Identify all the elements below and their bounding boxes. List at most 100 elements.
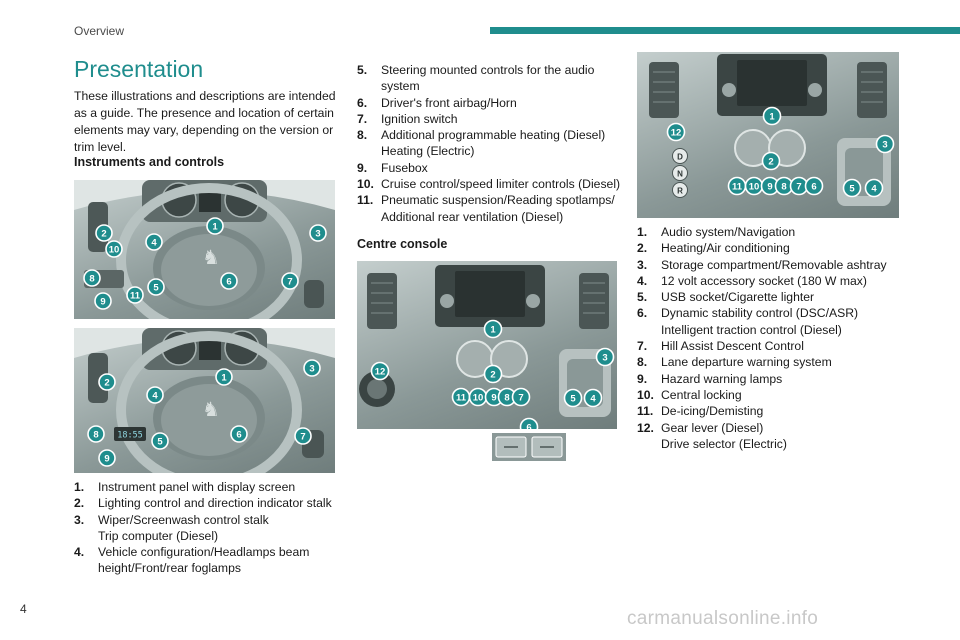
callout-number: 12: [375, 367, 386, 378]
instruments-list-part-1: 1.Instrument panel with display screen 2…: [74, 479, 342, 577]
list-item: 1.Audio system/Navigation: [637, 225, 796, 239]
callout-number: 10: [473, 393, 484, 404]
callout-number: 4: [871, 184, 877, 195]
callout-badge: [98, 373, 116, 391]
callout-number: 8: [781, 182, 786, 193]
callout-number: 1: [490, 325, 496, 336]
callout-badge: [761, 151, 781, 171]
callout-number: 11: [130, 291, 141, 302]
callout-number: 4: [152, 391, 158, 402]
callout-number: 9: [491, 393, 496, 404]
console-illustration-2: D N R 1 12 2 3 11 10 9 8 7 6 5 4: [649, 54, 895, 206]
callout-number: 6: [526, 423, 531, 430]
watermark: carmanualsonline.info: [627, 608, 819, 629]
callout-number: 9: [104, 454, 109, 465]
callout-badge: [595, 347, 615, 367]
callout-badge: [145, 233, 163, 251]
callout-number: 6: [811, 182, 816, 193]
callout-number: 1: [769, 112, 775, 123]
console-heading: Centre console: [357, 237, 448, 251]
callout-badge: [220, 272, 238, 290]
callout-number: 3: [602, 353, 607, 364]
section-label: Overview: [74, 24, 125, 38]
header-accent-bar: [490, 27, 960, 34]
instruments-heading: Instruments and controls: [74, 155, 225, 169]
switch-inset-illustration: [495, 436, 563, 458]
callout-badge: [126, 286, 144, 304]
instruments-list-part-2: 5.Steering mounted controls for the audi…: [357, 62, 629, 225]
callout-number: 12: [671, 128, 682, 139]
callout-number: 8: [504, 393, 509, 404]
list-item: 7.Hill Assist Descent Control: [637, 339, 804, 354]
callout-number: 2: [490, 370, 495, 381]
callout-number: 7: [287, 277, 292, 288]
lion-emblem-icon: ♞: [202, 397, 220, 421]
callout-badge: [483, 364, 503, 384]
callout-badge: [83, 269, 101, 287]
dashboard-figure-1: ♞ 1 2 10 4 3 8 11 5 6 7 9: [74, 180, 335, 319]
callout-badge: [294, 427, 312, 445]
list-item: 12.Gear lever (Diesel) Drive selector (E…: [637, 420, 787, 451]
list-item: 4.12 volt accessory socket (180 W max): [637, 273, 867, 288]
console-illustration-1: 1 12 2 3 11 10 9 8 7 5 4 6: [359, 265, 615, 430]
figure-badges: 1 12 2 3 11 10 9 8 7 5 4 6: [370, 319, 615, 430]
figure-badges: 1 12 2 3 11 10 9 8 7 6 5 4: [666, 106, 895, 198]
list-item: 3.Wiper/Screenwash control stalk Trip co…: [74, 512, 269, 543]
callout-badge: [309, 224, 327, 242]
list-item: 11.De-icing/Demisting: [637, 404, 764, 419]
callout-number: 1: [221, 373, 227, 384]
callout-badge: [563, 388, 583, 408]
list-item: 2.Lighting control and direction indicat…: [74, 496, 332, 511]
callout-badge: [370, 361, 390, 381]
callout-number: 5: [157, 437, 163, 448]
callout-badge: [146, 386, 164, 404]
callout-number: 3: [309, 364, 314, 375]
console-figure-1: 1 12 2 3 11 10 9 8 7 5 4 6: [357, 261, 617, 429]
callout-badge: [519, 417, 539, 429]
figure-badges: 1 2 10 4 3 8 11 5 6 7 9: [83, 217, 327, 310]
callout-number: 9: [100, 297, 105, 308]
callout-number: 3: [882, 140, 887, 151]
list-item: 8.Additional programmable heating (Diese…: [357, 128, 606, 159]
callout-badge: [303, 359, 321, 377]
callout-badge: [206, 217, 224, 235]
list-item: 5.Steering mounted controls for the audi…: [357, 63, 595, 94]
lion-emblem-icon: ♞: [202, 245, 220, 269]
callout-number: 10: [109, 245, 120, 256]
drive-selector: D N R: [672, 148, 688, 198]
callout-badge: [864, 178, 884, 198]
callout-number: 5: [153, 283, 159, 294]
callout-number: 7: [518, 393, 523, 404]
console-figure-2: D N R 1 12 2 3 11 10 9 8 7 6 5 4: [637, 52, 899, 218]
list-item: 6.Driver's front airbag/Horn: [357, 95, 517, 110]
callout-number: 4: [151, 238, 157, 249]
callout-number: 1: [212, 222, 218, 233]
list-item: 11.Pneumatic suspension/Reading spotlamp…: [357, 193, 615, 224]
callout-number: 7: [300, 432, 305, 443]
svg-text:D: D: [677, 153, 683, 162]
list-item: 9.Hazard warning lamps: [637, 371, 783, 386]
callout-number: 2: [101, 229, 106, 240]
callout-number: 5: [570, 394, 576, 405]
callout-badge: [105, 240, 123, 258]
svg-text:R: R: [677, 187, 683, 196]
callout-badge: [666, 122, 686, 142]
list-item: 10.Cruise control/speed limiter controls…: [357, 177, 621, 192]
svg-text:N: N: [677, 170, 683, 179]
callout-badge: [215, 368, 233, 386]
callout-number: 10: [749, 182, 760, 193]
intro-paragraph: These illustrations and descriptions are…: [74, 89, 336, 154]
callout-number: 2: [768, 157, 773, 168]
list-item: 3.Storage compartment/Removable ashtray: [637, 257, 887, 272]
dashboard-illustration-1: ♞ 1 2 10 4 3 8 11 5 6 7 9: [74, 180, 335, 319]
callout-number: 5: [849, 184, 855, 195]
list-item: 6.Dynamic stability control (DSC/ASR) In…: [637, 306, 859, 337]
callout-number: 9: [767, 182, 772, 193]
callout-number: 8: [89, 274, 94, 285]
callout-number: 4: [590, 394, 596, 405]
page-number: 4: [20, 602, 27, 616]
callout-badge: [98, 449, 116, 467]
list-item: 7.Ignition switch: [357, 111, 458, 126]
callout-badge: [804, 176, 824, 196]
list-item: 4.Vehicle configuration/Headlamps beam h…: [74, 545, 310, 576]
